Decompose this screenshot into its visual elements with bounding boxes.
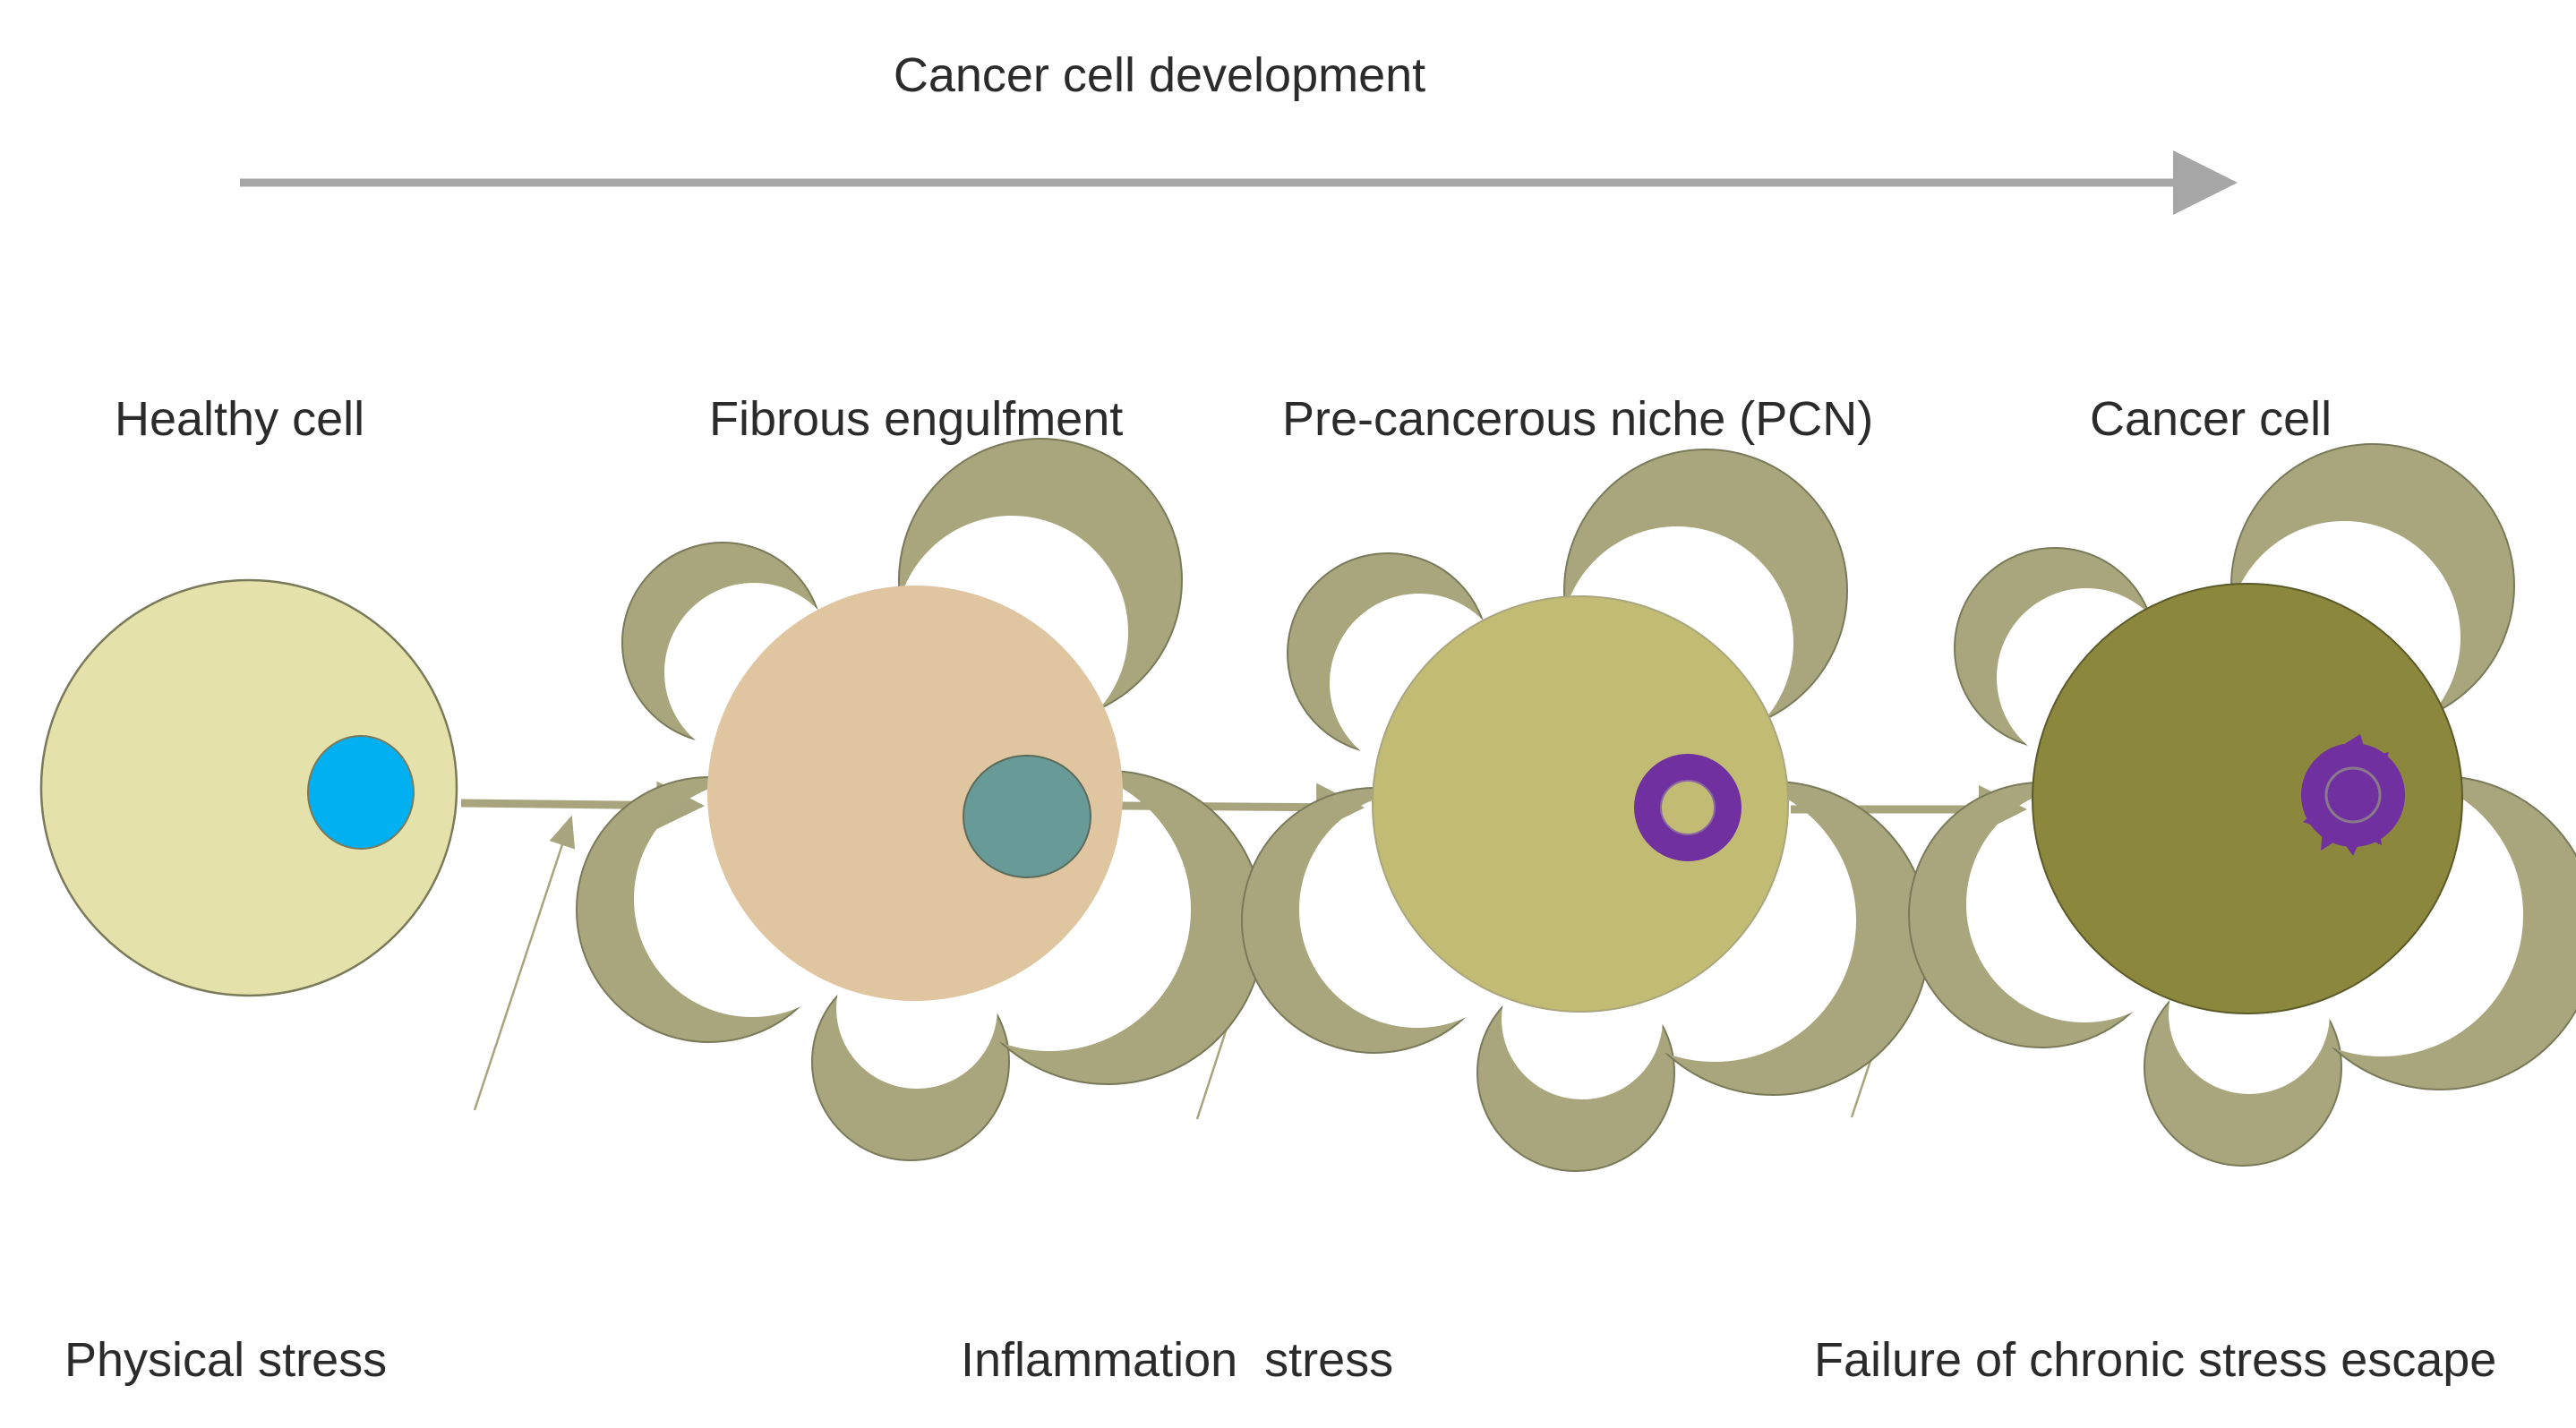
pcn-cell bbox=[1372, 595, 1789, 1013]
healthy-nucleus bbox=[307, 735, 415, 850]
stage-label-cancer: Cancer cell bbox=[2090, 392, 2332, 446]
healthy-cell bbox=[39, 578, 458, 997]
stress-arrow-physical bbox=[473, 815, 576, 1111]
stress-label-inflammation: Inflammation stress bbox=[961, 1333, 1394, 1387]
stage-label-fibrous: Fibrous engulfment bbox=[709, 392, 1124, 446]
stage-label-pcn: Pre-cancerous niche (PCN) bbox=[1282, 392, 1874, 446]
fibrous-engulfment-group bbox=[576, 438, 1265, 1161]
stage-label-healthy: Healthy cell bbox=[115, 392, 365, 446]
diagram-title: Cancer cell development bbox=[893, 48, 1426, 102]
cancer-cell bbox=[2032, 583, 2463, 1014]
pcn-group bbox=[1241, 449, 1930, 1172]
pcn-nucleus-center bbox=[1660, 780, 1716, 835]
stress-label-physical: Physical stress bbox=[64, 1333, 388, 1387]
healthy-cell-group bbox=[39, 578, 458, 997]
stress-label-failure: Failure of chronic stress escape bbox=[1814, 1333, 2497, 1387]
cancer-cell-group bbox=[1908, 443, 2576, 1167]
pcn-nucleus-ring bbox=[1634, 754, 1742, 861]
fibrous-nucleus bbox=[963, 755, 1091, 878]
cancer-nucleus-core bbox=[2324, 766, 2382, 824]
fibrous-cell bbox=[707, 586, 1123, 1001]
